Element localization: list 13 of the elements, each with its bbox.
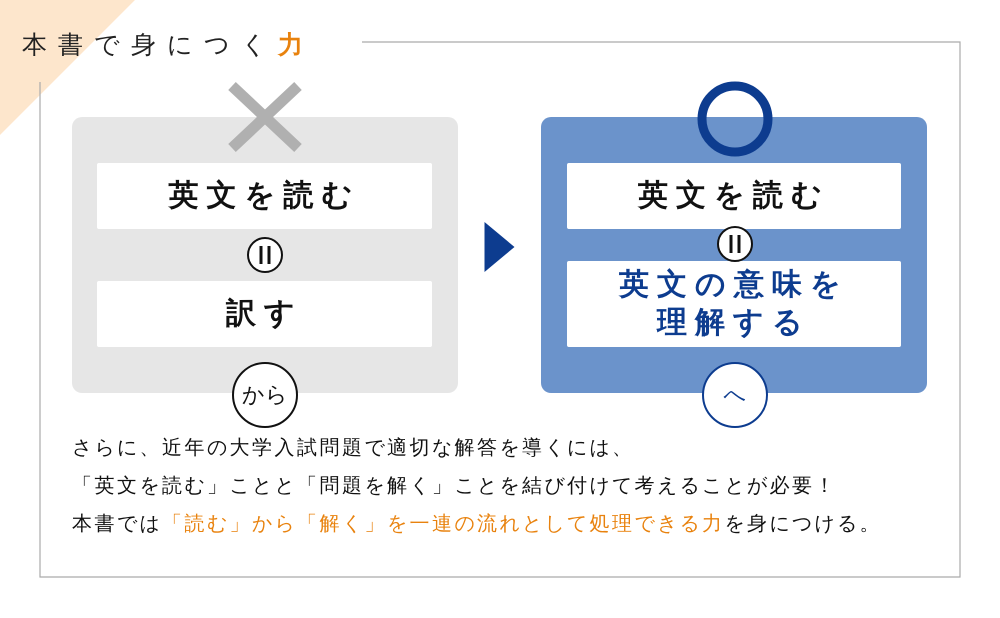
text-box: 英文の意味を理解する bbox=[567, 261, 901, 347]
paragraph-text: 「英文を読む」ことと「問題を解く」ことを結び付けて考えることが必要！ bbox=[72, 473, 837, 497]
highlighted-text: 「読む」から「解く」を一連の流れとして処理できる力 bbox=[162, 511, 724, 535]
paragraph-text: さらに、近年の大学入試問題で適切な解答を導くには、 bbox=[72, 435, 634, 459]
circled-label: へ bbox=[702, 362, 768, 428]
text-box: 英文を読む bbox=[567, 163, 901, 229]
text-box: 訳す bbox=[97, 281, 432, 347]
paragraph-text: 本書では bbox=[72, 511, 162, 535]
panel bbox=[541, 117, 927, 393]
text-box: 英文を読む bbox=[97, 163, 432, 229]
title: 本書で身につく力 bbox=[22, 29, 314, 61]
paragraph-text: を身につける。 bbox=[724, 511, 882, 535]
circled-label: から bbox=[232, 362, 298, 428]
